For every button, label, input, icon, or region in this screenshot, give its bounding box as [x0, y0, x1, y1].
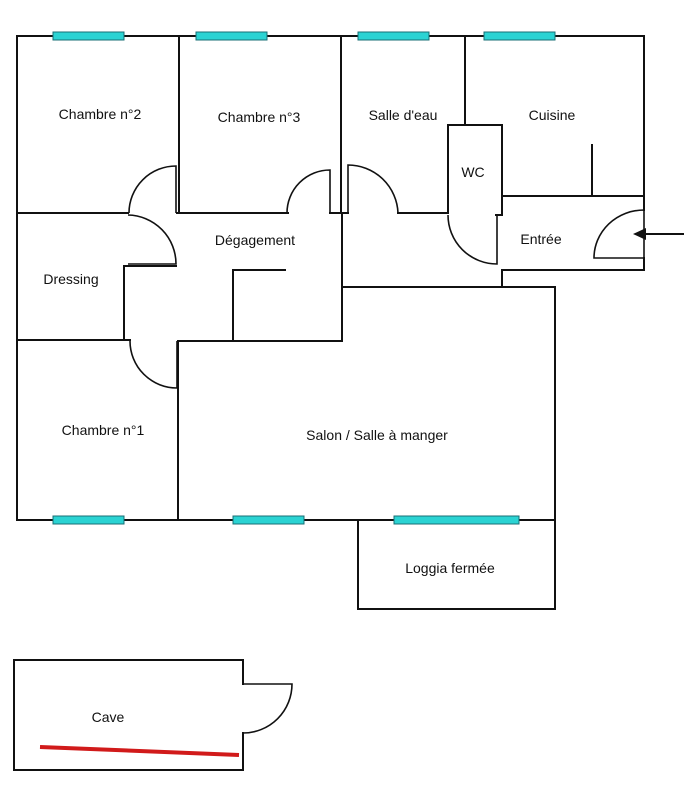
room-label-wc: WC [461, 164, 484, 180]
window [357, 31, 430, 41]
room-label-loggia: Loggia fermée [405, 560, 495, 576]
room-label-dressing: Dressing [43, 271, 98, 287]
door-chambre2 [128, 165, 177, 214]
door-entree [593, 209, 645, 259]
room-label-cave: Cave [92, 709, 125, 725]
door-dressing [127, 214, 177, 265]
door-chambre1 [129, 340, 178, 389]
window [232, 515, 305, 525]
window [195, 31, 268, 41]
cave-walls [13, 659, 244, 771]
room-label-chambre2: Chambre n°2 [59, 106, 142, 122]
room-label-chambre3: Chambre n°3 [218, 109, 301, 125]
window [52, 515, 125, 525]
windows [52, 31, 556, 525]
door-chambre3 [286, 169, 331, 214]
door-cave [242, 683, 293, 734]
loggia-walls [357, 519, 556, 610]
door-wc [447, 214, 498, 265]
room-label-cuisine: Cuisine [529, 107, 576, 123]
room-label-salon: Salon / Salle à manger [306, 427, 448, 443]
cave-red-line [39, 745, 240, 757]
window [52, 31, 125, 41]
door-salle-eau [347, 164, 399, 214]
doors [127, 164, 645, 734]
room-label-chambre1: Chambre n°1 [62, 422, 145, 438]
interior-walls [16, 35, 645, 521]
room-label-entree: Entrée [520, 231, 561, 247]
room-label-salle-eau: Salle d'eau [369, 107, 438, 123]
window [393, 515, 520, 525]
room-label-degagement: Dégagement [215, 232, 295, 248]
arrow-left-icon [633, 228, 684, 240]
window [483, 31, 556, 41]
